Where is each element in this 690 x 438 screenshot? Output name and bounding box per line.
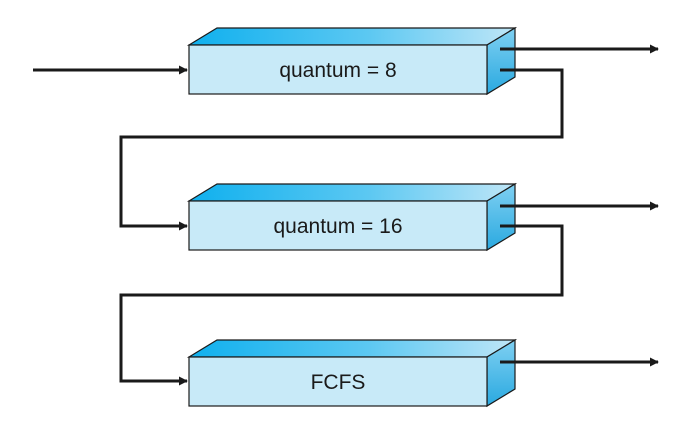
queue-label-1: quantum = 8 [279,59,396,82]
demotion-arrow-2-to-3 [119,224,564,386]
queue-box-1-top [186,27,518,46]
queue-box-1: quantum = 8 [186,26,518,96]
queue-box-3-top [186,339,518,358]
queue-box-2-front [188,200,488,251]
queue-box-3-front [188,356,488,407]
queue-box-2: quantum = 16 [186,182,518,252]
queue-box-3: FCFS [186,338,518,408]
queue-box-1-front [188,44,488,95]
queue-label-3: FCFS [311,371,366,394]
demotion-arrow-1-to-2 [119,68,564,231]
queue-label-2: quantum = 16 [273,215,402,238]
queue-box-2-top [186,183,518,202]
